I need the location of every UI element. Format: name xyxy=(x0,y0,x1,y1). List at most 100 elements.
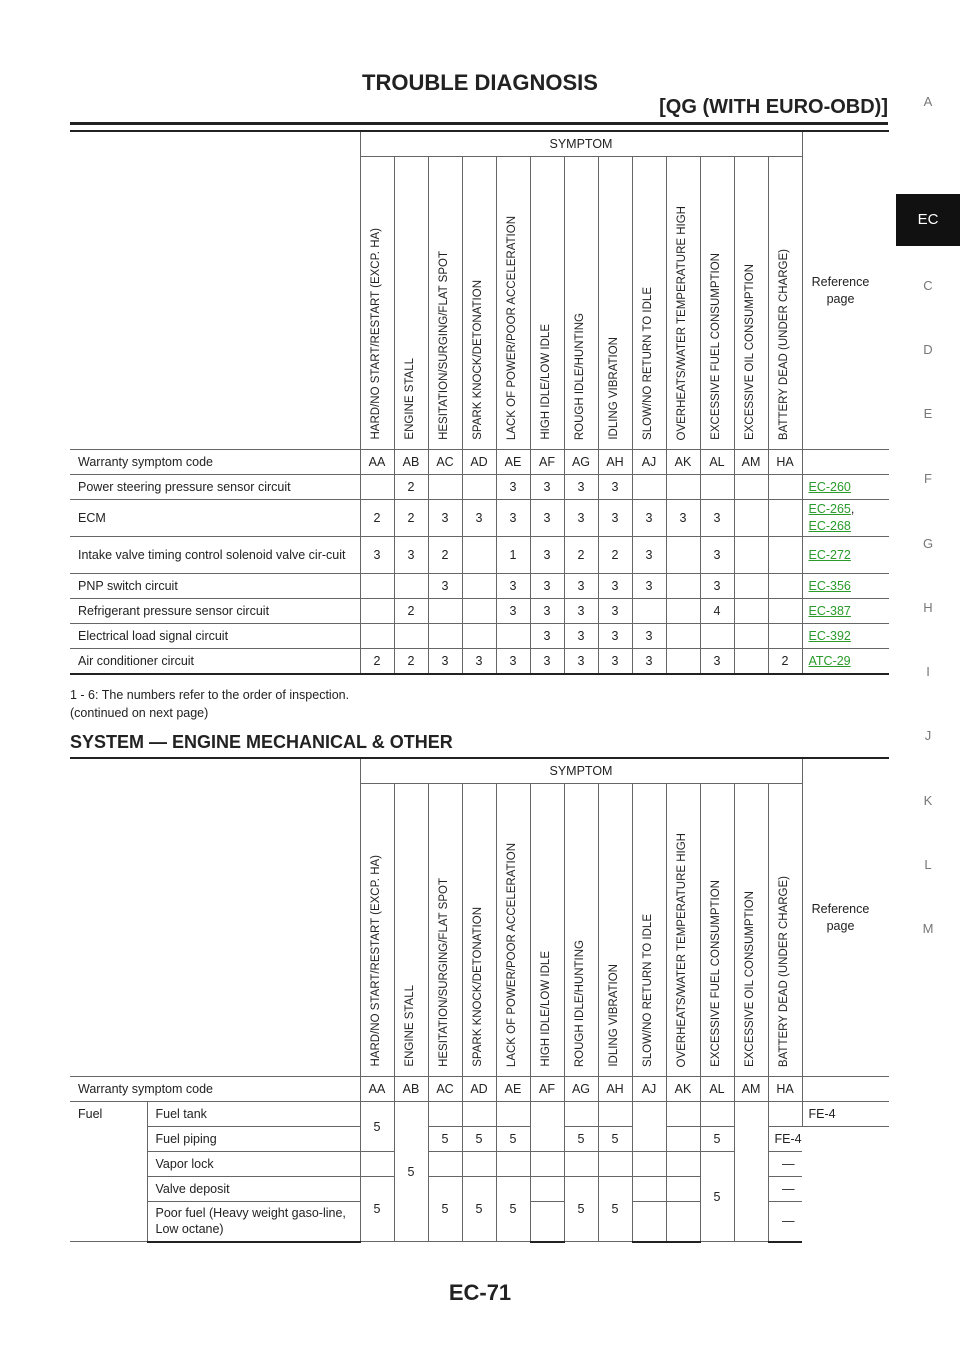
tab-k[interactable]: K xyxy=(923,793,933,808)
warranty-ref-blank xyxy=(801,449,889,475)
warranty-code: AC xyxy=(427,1076,463,1102)
order-cell: 3 xyxy=(495,648,531,675)
row-label-valve-deposit: Valve deposit xyxy=(146,1176,361,1202)
order-cell: 3 xyxy=(529,536,565,574)
symptom-name: LACK OF POWER/POOR ACCELERATION xyxy=(505,215,518,440)
order-cell xyxy=(495,623,531,649)
order-cell: 2 xyxy=(393,499,429,537)
tab-m[interactable]: M xyxy=(922,921,934,936)
order-cell: 2 xyxy=(427,536,463,574)
order-cell: 3 xyxy=(597,648,633,675)
cell-lower-ac: 5 xyxy=(427,1176,463,1242)
order-cell: 2 xyxy=(767,648,803,675)
order-cell xyxy=(699,474,735,500)
symptom-col-4: SPARK KNOCK/DETONATION xyxy=(461,783,497,1077)
warranty-label-2: Warranty symptom code xyxy=(70,1076,361,1102)
tab-f[interactable]: F xyxy=(924,471,932,486)
tab-d[interactable]: D xyxy=(923,342,933,357)
tab-l[interactable]: L xyxy=(924,857,932,872)
table-row: Intake valve timing control solenoid val… xyxy=(70,536,889,574)
warranty-code: AB xyxy=(393,1076,429,1102)
cell-lower-aa: 5 xyxy=(359,1176,395,1242)
order-cell: 3 xyxy=(597,474,633,500)
order-cell: 3 xyxy=(597,598,633,624)
symptom-col-3: HESITATION/SURGING/FLAT SPOT xyxy=(427,156,463,450)
order-cell xyxy=(733,623,769,649)
reference-link[interactable]: EC-392 xyxy=(808,628,851,643)
row-label-fuel-piping: Fuel piping xyxy=(146,1126,361,1152)
warranty-code: AE xyxy=(495,449,531,475)
order-cell: 3 xyxy=(631,623,667,649)
reference-link[interactable]: EC-387 xyxy=(808,603,851,618)
tab-h[interactable]: H xyxy=(923,600,933,615)
reference-header-text: Reference page xyxy=(811,274,870,306)
symptom-names-row: HARD/NO START/RESTART (EXCP. HA) ENGINE S… xyxy=(70,156,889,450)
order-cell: 3 xyxy=(461,499,497,537)
order-cell xyxy=(699,623,735,649)
order-cell: 2 xyxy=(393,474,429,500)
reference-cell: EC-272 xyxy=(801,536,889,574)
page-subtitle: [QG (WITH EURO-OBD)] xyxy=(659,96,888,118)
order-cell xyxy=(359,623,395,649)
symptom-col-7: ROUGH IDLE/HUNTING xyxy=(563,783,599,1077)
row-label: Air conditioner circuit xyxy=(70,648,361,675)
reference-cell: EC-265,EC-268 xyxy=(801,499,889,537)
reference-link[interactable]: EC-260 xyxy=(808,479,851,494)
symptom-col-3: HESITATION/SURGING/FLAT SPOT xyxy=(427,783,463,1077)
warranty-code: AH xyxy=(597,1076,633,1102)
order-cell: 3 xyxy=(529,573,565,599)
order-cell: 3 xyxy=(427,648,463,675)
reference-link[interactable]: EC-272 xyxy=(808,547,851,562)
order-cell xyxy=(631,474,667,500)
symptom-col-9: SLOW/NO RETURN TO IDLE xyxy=(631,783,667,1077)
symptom-col-11: EXCESSIVE FUEL CONSUMPTION xyxy=(699,156,735,450)
reference-link[interactable]: EC-268 xyxy=(808,519,851,533)
warranty-code: AC xyxy=(427,449,463,475)
order-cell xyxy=(427,474,463,500)
reference-link[interactable]: ATC-29 xyxy=(808,653,851,668)
row-label: Electrical load signal circuit xyxy=(70,623,361,649)
reference-link[interactable]: EC-265 xyxy=(808,502,851,516)
blank-corner-2 xyxy=(70,757,361,1077)
tab-e[interactable]: E xyxy=(923,406,933,421)
symptom-name: HARD/NO START/RESTART (EXCP. HA) xyxy=(369,228,382,440)
order-cell: 3 xyxy=(563,598,599,624)
tab-i[interactable]: I xyxy=(926,664,930,679)
cell-piping-ae: 5 xyxy=(495,1126,531,1152)
order-cell: 3 xyxy=(529,474,565,500)
row-label-vapor-lock: Vapor lock xyxy=(146,1151,361,1177)
order-cell: 2 xyxy=(359,499,395,537)
symptom-col-10: OVERHEATS/WATER TEMPERATURE HIGH xyxy=(665,156,701,450)
symptom-name: SPARK KNOCK/DETONATION xyxy=(471,907,484,1067)
order-cell xyxy=(767,536,803,574)
order-cell xyxy=(461,536,497,574)
order-cell xyxy=(359,573,395,599)
row-label-poor-fuel: Poor fuel (Heavy weight gaso-line, Low o… xyxy=(146,1201,361,1243)
order-cell: 2 xyxy=(359,648,395,675)
order-cell: 2 xyxy=(393,598,429,624)
reference-header: Reference page xyxy=(801,130,889,450)
order-cell: 3 xyxy=(597,499,633,537)
symptom-name: OVERHEATS/WATER TEMPERATURE HIGH xyxy=(675,832,688,1068)
order-cell xyxy=(665,474,701,500)
tab-c[interactable]: C xyxy=(923,278,933,293)
symptom-col-13: BATTERY DEAD (UNDER CHARGE) xyxy=(767,783,803,1077)
order-cell: 3 xyxy=(359,536,395,574)
cell-lower-al: 5 xyxy=(699,1151,735,1242)
tab-g[interactable]: G xyxy=(922,536,934,551)
warranty-code: AG xyxy=(563,1076,599,1102)
order-cell: 3 xyxy=(563,623,599,649)
order-cell xyxy=(631,598,667,624)
symptom-name: ENGINE STALL xyxy=(403,358,416,440)
tab-a[interactable]: A xyxy=(923,94,933,109)
tab-ec[interactable]: EC xyxy=(896,194,960,246)
tab-j[interactable]: J xyxy=(924,728,932,743)
order-cell xyxy=(665,648,701,675)
ref-valve-deposit: — xyxy=(767,1176,802,1202)
cell-piping-ad: 5 xyxy=(461,1126,497,1152)
warranty-code: AE xyxy=(495,1076,531,1102)
reference-link[interactable]: EC-356 xyxy=(808,578,851,593)
